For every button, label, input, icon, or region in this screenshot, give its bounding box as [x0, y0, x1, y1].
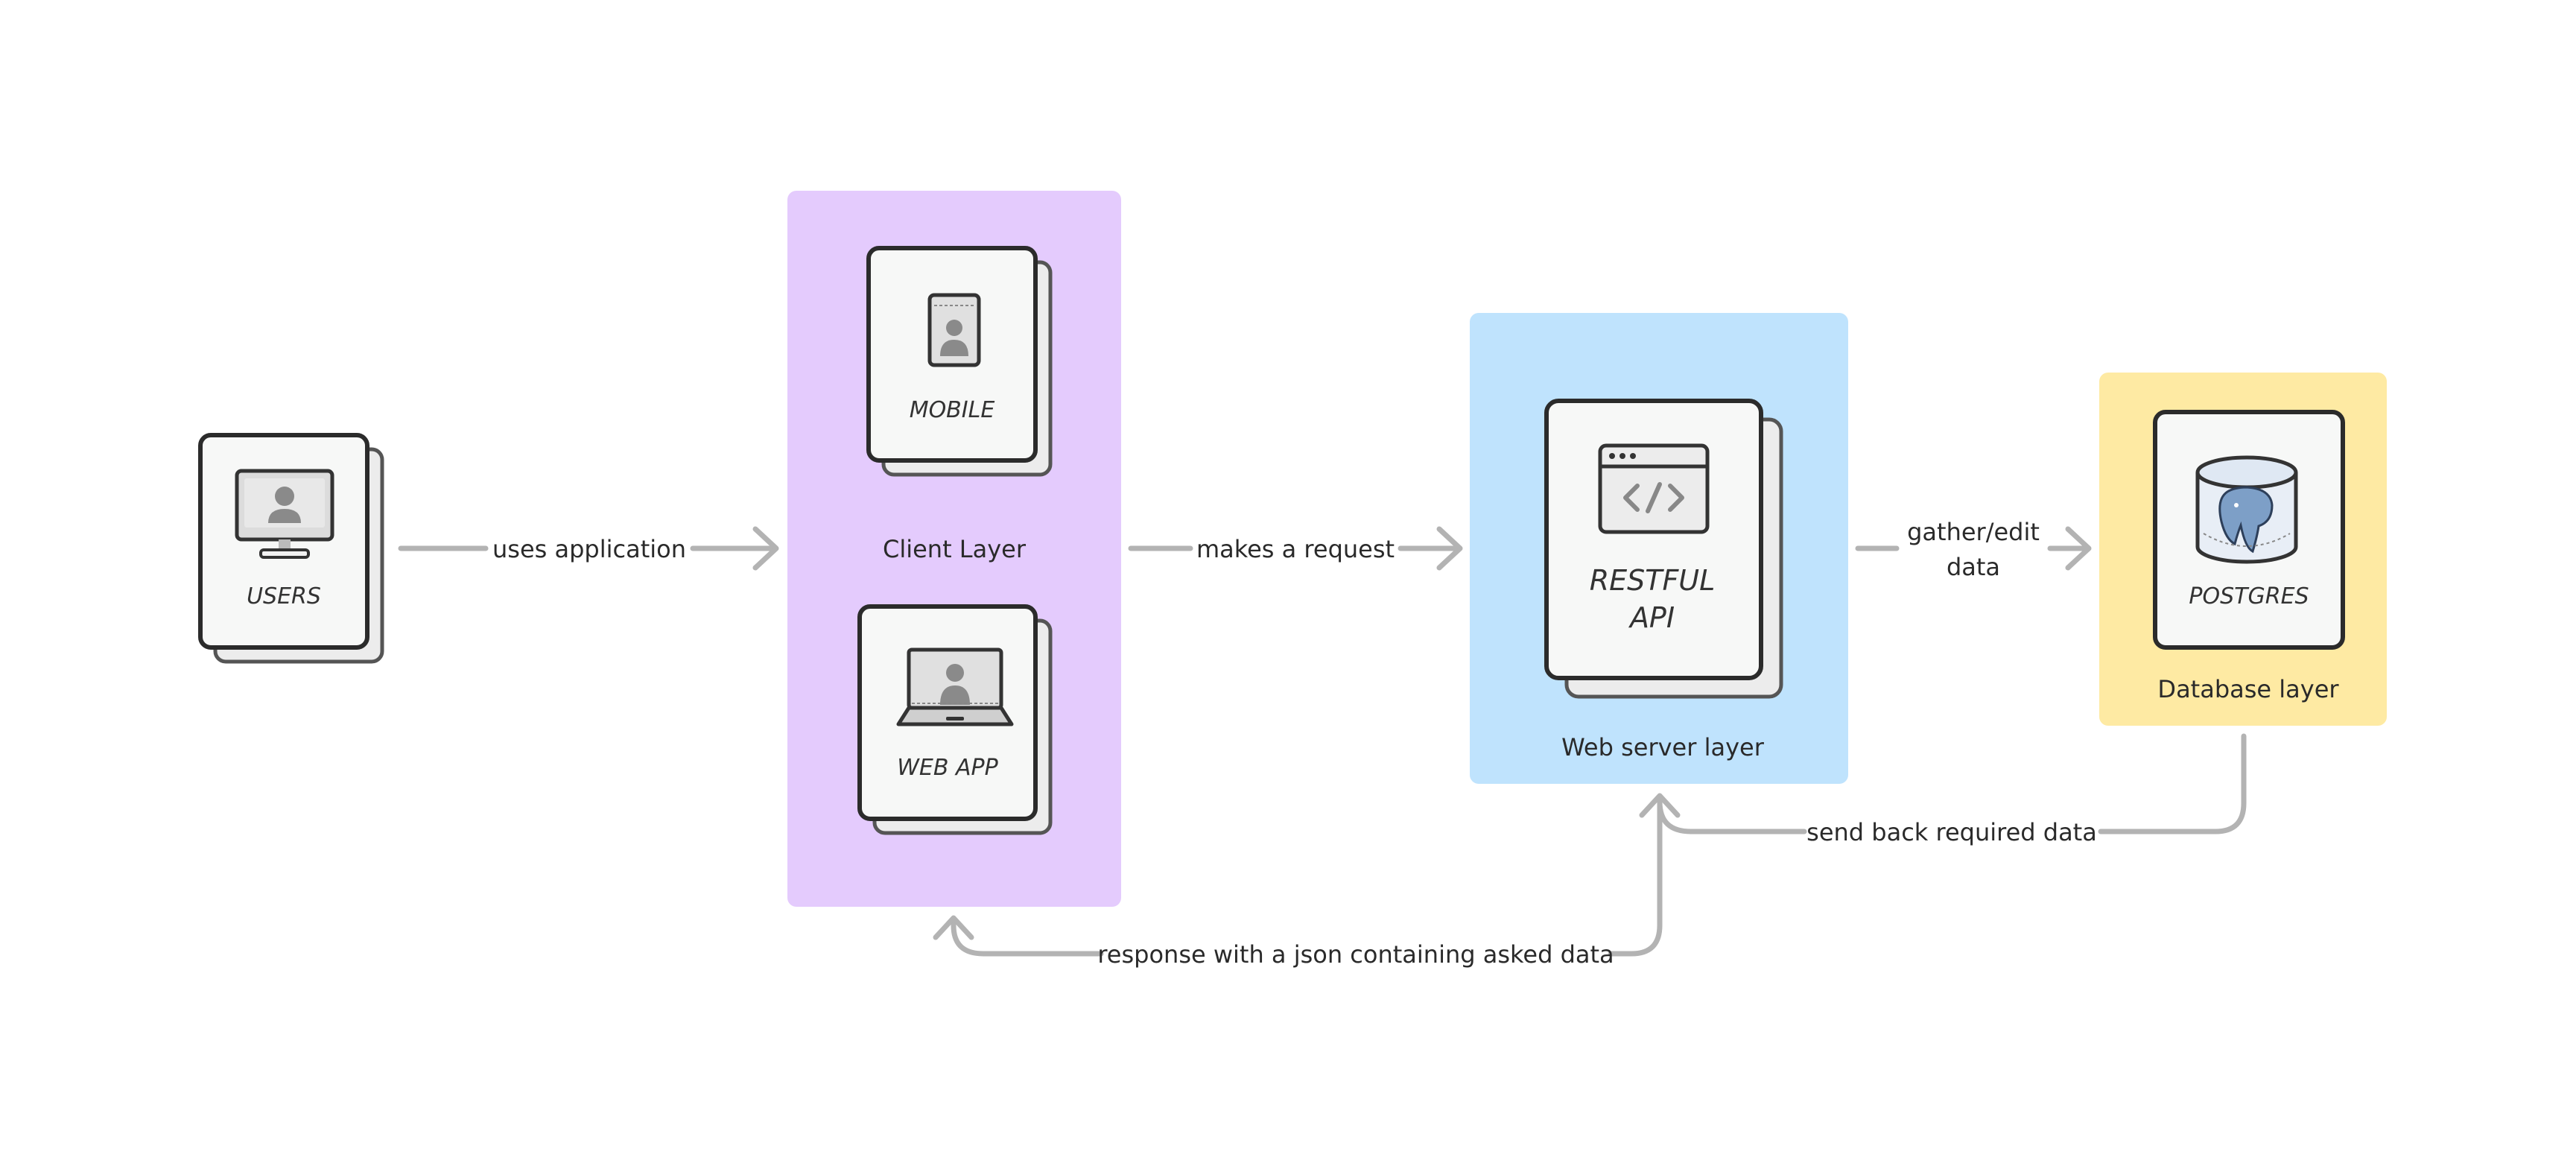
mobile-label: MOBILE: [910, 397, 995, 423]
postgres-label: POSTGRES: [2189, 583, 2309, 609]
restful-api-label-line2: API: [1628, 601, 1675, 634]
restful-api-node[interactable]: RESTFUL API: [1544, 399, 1783, 699]
gather-edit-label-line2: data: [1947, 553, 2000, 581]
laptop-user-icon: [896, 647, 1014, 726]
makes-request-label: makes a request: [1196, 535, 1395, 563]
uses-application-label: uses application: [492, 535, 686, 563]
postgres-elephant-icon: [2195, 455, 2298, 564]
send-back-label: send back required data: [1806, 818, 2097, 846]
web-server-layer-label: Web server layer: [1561, 733, 1765, 761]
send-back-edge: send back required data: [1639, 733, 2247, 846]
restful-api-label-line1: RESTFUL: [1590, 564, 1716, 597]
postgres-node[interactable]: POSTGRES: [2153, 410, 2345, 650]
web-app-node[interactable]: WEB APP: [857, 604, 1053, 835]
mobile-node[interactable]: MOBILE: [866, 246, 1053, 477]
database-layer-label: Database layer: [2157, 675, 2339, 703]
client-layer-label: Client Layer: [883, 535, 1027, 563]
makes-request-edge: makes a request: [1128, 526, 1463, 571]
users-label: USERS: [247, 583, 321, 609]
code-window-icon: [1598, 443, 1710, 534]
users-node[interactable]: USERS: [198, 433, 384, 664]
response-edge: response with a json containing asked da…: [933, 796, 1663, 969]
response-label: response with a json containing asked da…: [1097, 940, 1614, 969]
gather-edit-label-line1: gather/edit: [1907, 518, 2040, 546]
web-app-label: WEB APP: [897, 755, 998, 781]
gather-edit-edge: gather/edit data: [1855, 518, 2092, 581]
desktop-user-icon: [235, 469, 334, 559]
uses-application-edge: uses application: [398, 526, 779, 571]
mobile-user-icon: [927, 293, 981, 367]
